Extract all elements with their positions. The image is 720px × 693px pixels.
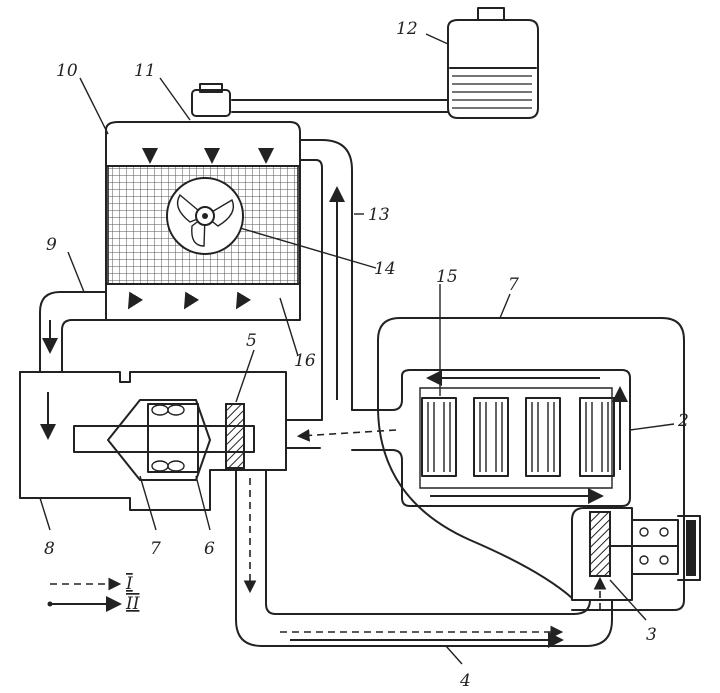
flow-arrows [40, 148, 628, 648]
bypass-pipe [235, 469, 613, 647]
legend-label-i: I [125, 574, 133, 594]
expansion-tank [447, 7, 539, 119]
label-10: 10 [56, 61, 78, 81]
label-15: 15 [436, 267, 458, 287]
label-6: 6 [204, 539, 215, 559]
leader-lines [39, 33, 675, 665]
pump-housing [19, 371, 321, 511]
water-pump [571, 507, 701, 601]
legend-label-ii: II [125, 594, 140, 614]
label-3: 3 [646, 625, 657, 645]
label-2: 2 [677, 411, 689, 431]
label-5: 5 [246, 331, 257, 351]
label-7-engine: 7 [508, 275, 519, 295]
upper-hose [299, 139, 353, 421]
radiator-cap [191, 83, 231, 117]
cylinders [421, 397, 615, 477]
engine-block [351, 317, 685, 611]
label-4: 4 [459, 671, 471, 691]
label-16: 16 [294, 351, 316, 371]
overflow-pipe [231, 99, 449, 113]
label-13: 13 [368, 205, 390, 225]
legend: I II [47, 574, 140, 614]
lower-hose [39, 291, 107, 373]
label-14: 14 [374, 259, 396, 279]
label-9: 9 [46, 235, 57, 255]
label-7-pump: 7 [150, 539, 161, 559]
label-12: 12 [396, 19, 418, 39]
label-8: 8 [44, 539, 55, 559]
label-11: 11 [134, 61, 156, 81]
fan [166, 177, 244, 255]
